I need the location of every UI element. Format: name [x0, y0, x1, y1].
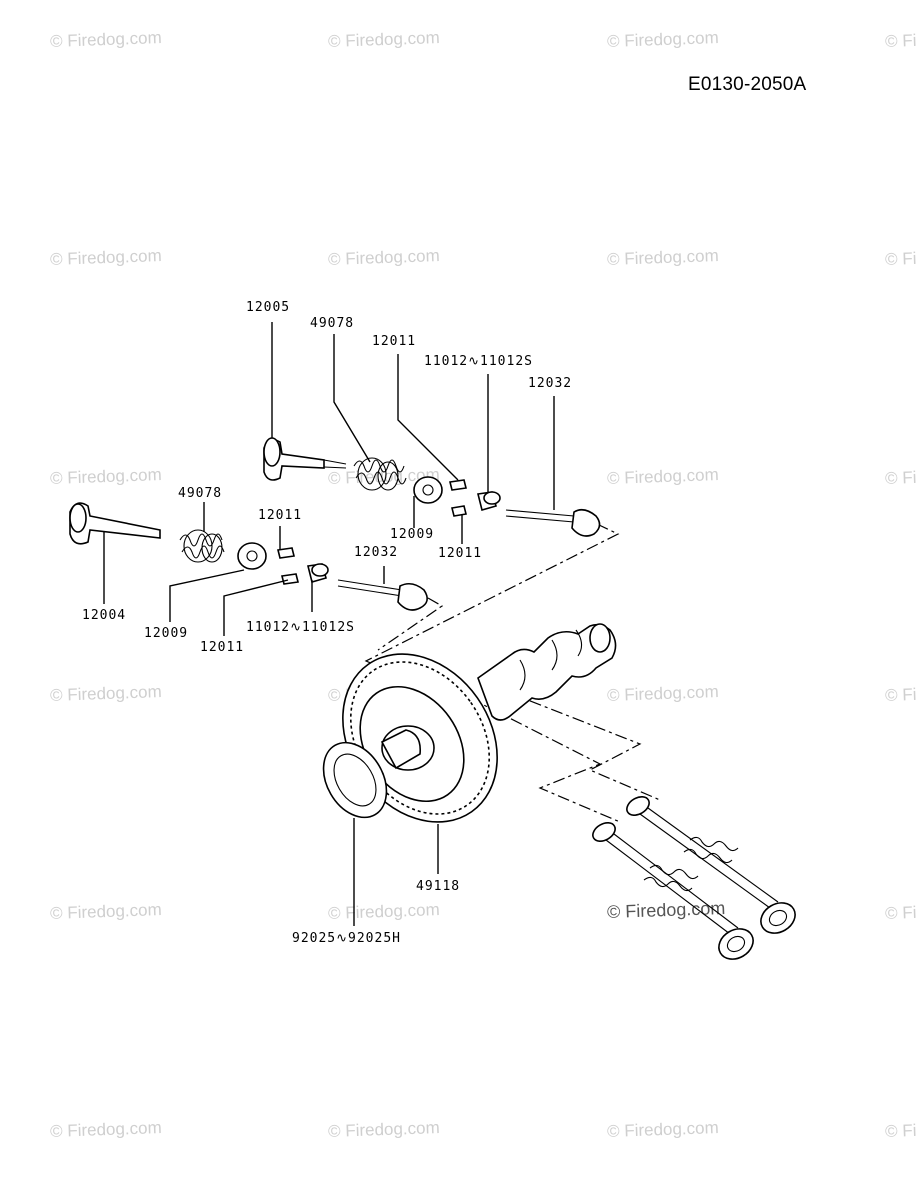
drawing-code: E0130-2050A: [688, 74, 807, 95]
part-number-label: 12009: [390, 527, 435, 542]
retainer-12009-left: [237, 542, 267, 570]
part-number-label: 12004: [82, 608, 127, 623]
part-number-label: 11012∿11012S: [246, 620, 355, 635]
spring-49078-left: [179, 529, 225, 563]
assembled-valve-2: [592, 822, 754, 960]
part-number-label: 12032: [354, 545, 399, 560]
leader-lines: [103, 322, 555, 926]
part-number-label: 12011: [200, 640, 245, 655]
collet-12011-top: [449, 479, 467, 517]
part-number-label: 12009: [144, 626, 189, 641]
part-number-label: 12011: [372, 334, 417, 349]
valve-12004: [69, 502, 161, 545]
valve-12032-left: [337, 579, 428, 611]
cam-gear: [342, 653, 498, 823]
retainer-12009-top: [413, 476, 443, 504]
assembled-valve-1: [626, 796, 796, 934]
part-number-label: 12011: [258, 508, 303, 523]
assembly-guide-lines: [364, 523, 661, 823]
cap-11012-top: [477, 491, 501, 511]
part-number-label: 12005: [246, 300, 291, 315]
camshaft-49118: [342, 623, 617, 823]
valve-12032-top: [505, 508, 601, 537]
washer-92025: [322, 741, 388, 819]
valve-12005: [263, 437, 347, 481]
valve-assembly-left: [69, 502, 428, 611]
part-number-label: 12032: [528, 376, 573, 391]
part-number-label: 49118: [416, 879, 461, 894]
part-number-label: 11012∿11012S: [424, 354, 533, 369]
part-number-label: 49078: [178, 486, 223, 501]
spring-49078-top: [353, 457, 407, 491]
collet-12011-left: [277, 547, 299, 585]
part-number-label: 92025∿92025H: [292, 931, 401, 946]
valve-assembly-lower: [592, 796, 796, 960]
valve-assembly-top: [263, 437, 601, 537]
cap-11012-left: [307, 563, 329, 583]
part-number-label: 12011: [438, 546, 483, 561]
part-number-label: 49078: [310, 316, 355, 331]
